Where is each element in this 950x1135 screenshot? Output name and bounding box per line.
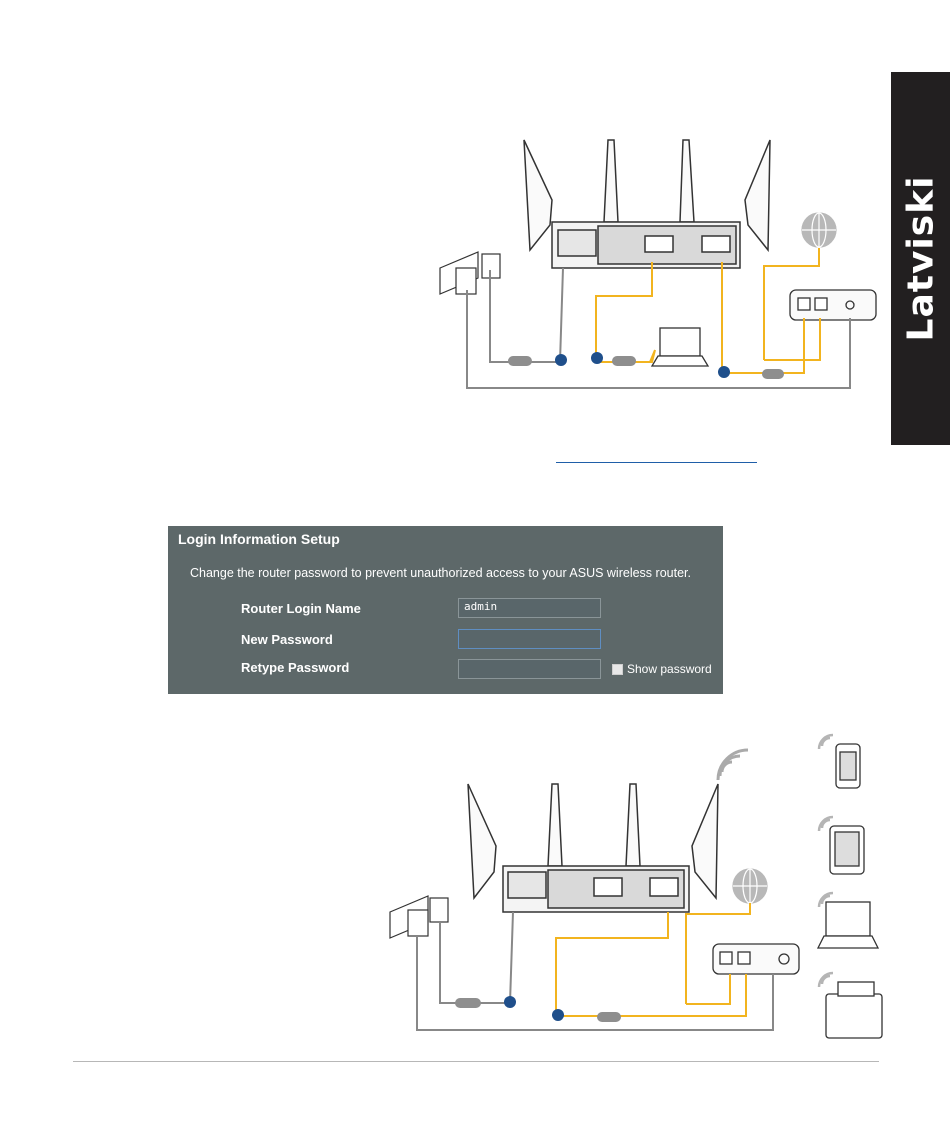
antenna — [548, 784, 562, 866]
retype-password-input[interactable] — [458, 659, 601, 679]
modem — [713, 944, 799, 974]
retype-password-label: Retype Password — [241, 660, 349, 675]
laptop-icon — [652, 328, 708, 366]
connector-dot — [555, 354, 567, 366]
new-password-input[interactable] — [458, 629, 601, 649]
panel-description: Change the router password to prevent un… — [190, 566, 691, 580]
wireless-setup-diagram — [0, 725, 890, 1055]
internet-globe-icon — [733, 869, 767, 903]
new-password-label: New Password — [241, 632, 333, 647]
link-underline — [556, 462, 757, 463]
antenna — [524, 140, 552, 250]
internet-globe-icon — [802, 213, 836, 247]
footer-rule — [73, 1061, 879, 1062]
laptop-icon — [818, 902, 878, 948]
connector-dot — [591, 352, 603, 364]
connector-dot — [504, 996, 516, 1008]
antenna — [604, 140, 618, 222]
checkbox-box[interactable] — [612, 664, 623, 675]
antenna — [745, 140, 770, 250]
antenna — [680, 140, 694, 222]
language-tab-label: Latviski — [900, 176, 941, 342]
connector-dot — [718, 366, 730, 378]
wifi-signal-icon — [718, 750, 748, 780]
modem — [790, 290, 876, 320]
router-login-name-label: Router Login Name — [241, 601, 361, 616]
language-side-tab: Latviski — [891, 72, 950, 445]
tablet-icon — [830, 826, 864, 874]
antenna — [468, 784, 496, 898]
show-password-checkbox[interactable]: Show password — [612, 662, 712, 676]
printer-icon — [826, 982, 882, 1038]
wired-setup-diagram — [0, 130, 890, 400]
router-login-name-input[interactable]: admin — [458, 598, 601, 618]
show-password-label: Show password — [627, 662, 712, 676]
smartphone-icon — [836, 744, 860, 788]
connector-dot — [552, 1009, 564, 1021]
panel-title: Login Information Setup — [178, 531, 340, 547]
antenna — [626, 784, 640, 866]
antenna — [692, 784, 718, 898]
login-setup-panel: Login Information Setup Change the route… — [168, 526, 723, 694]
